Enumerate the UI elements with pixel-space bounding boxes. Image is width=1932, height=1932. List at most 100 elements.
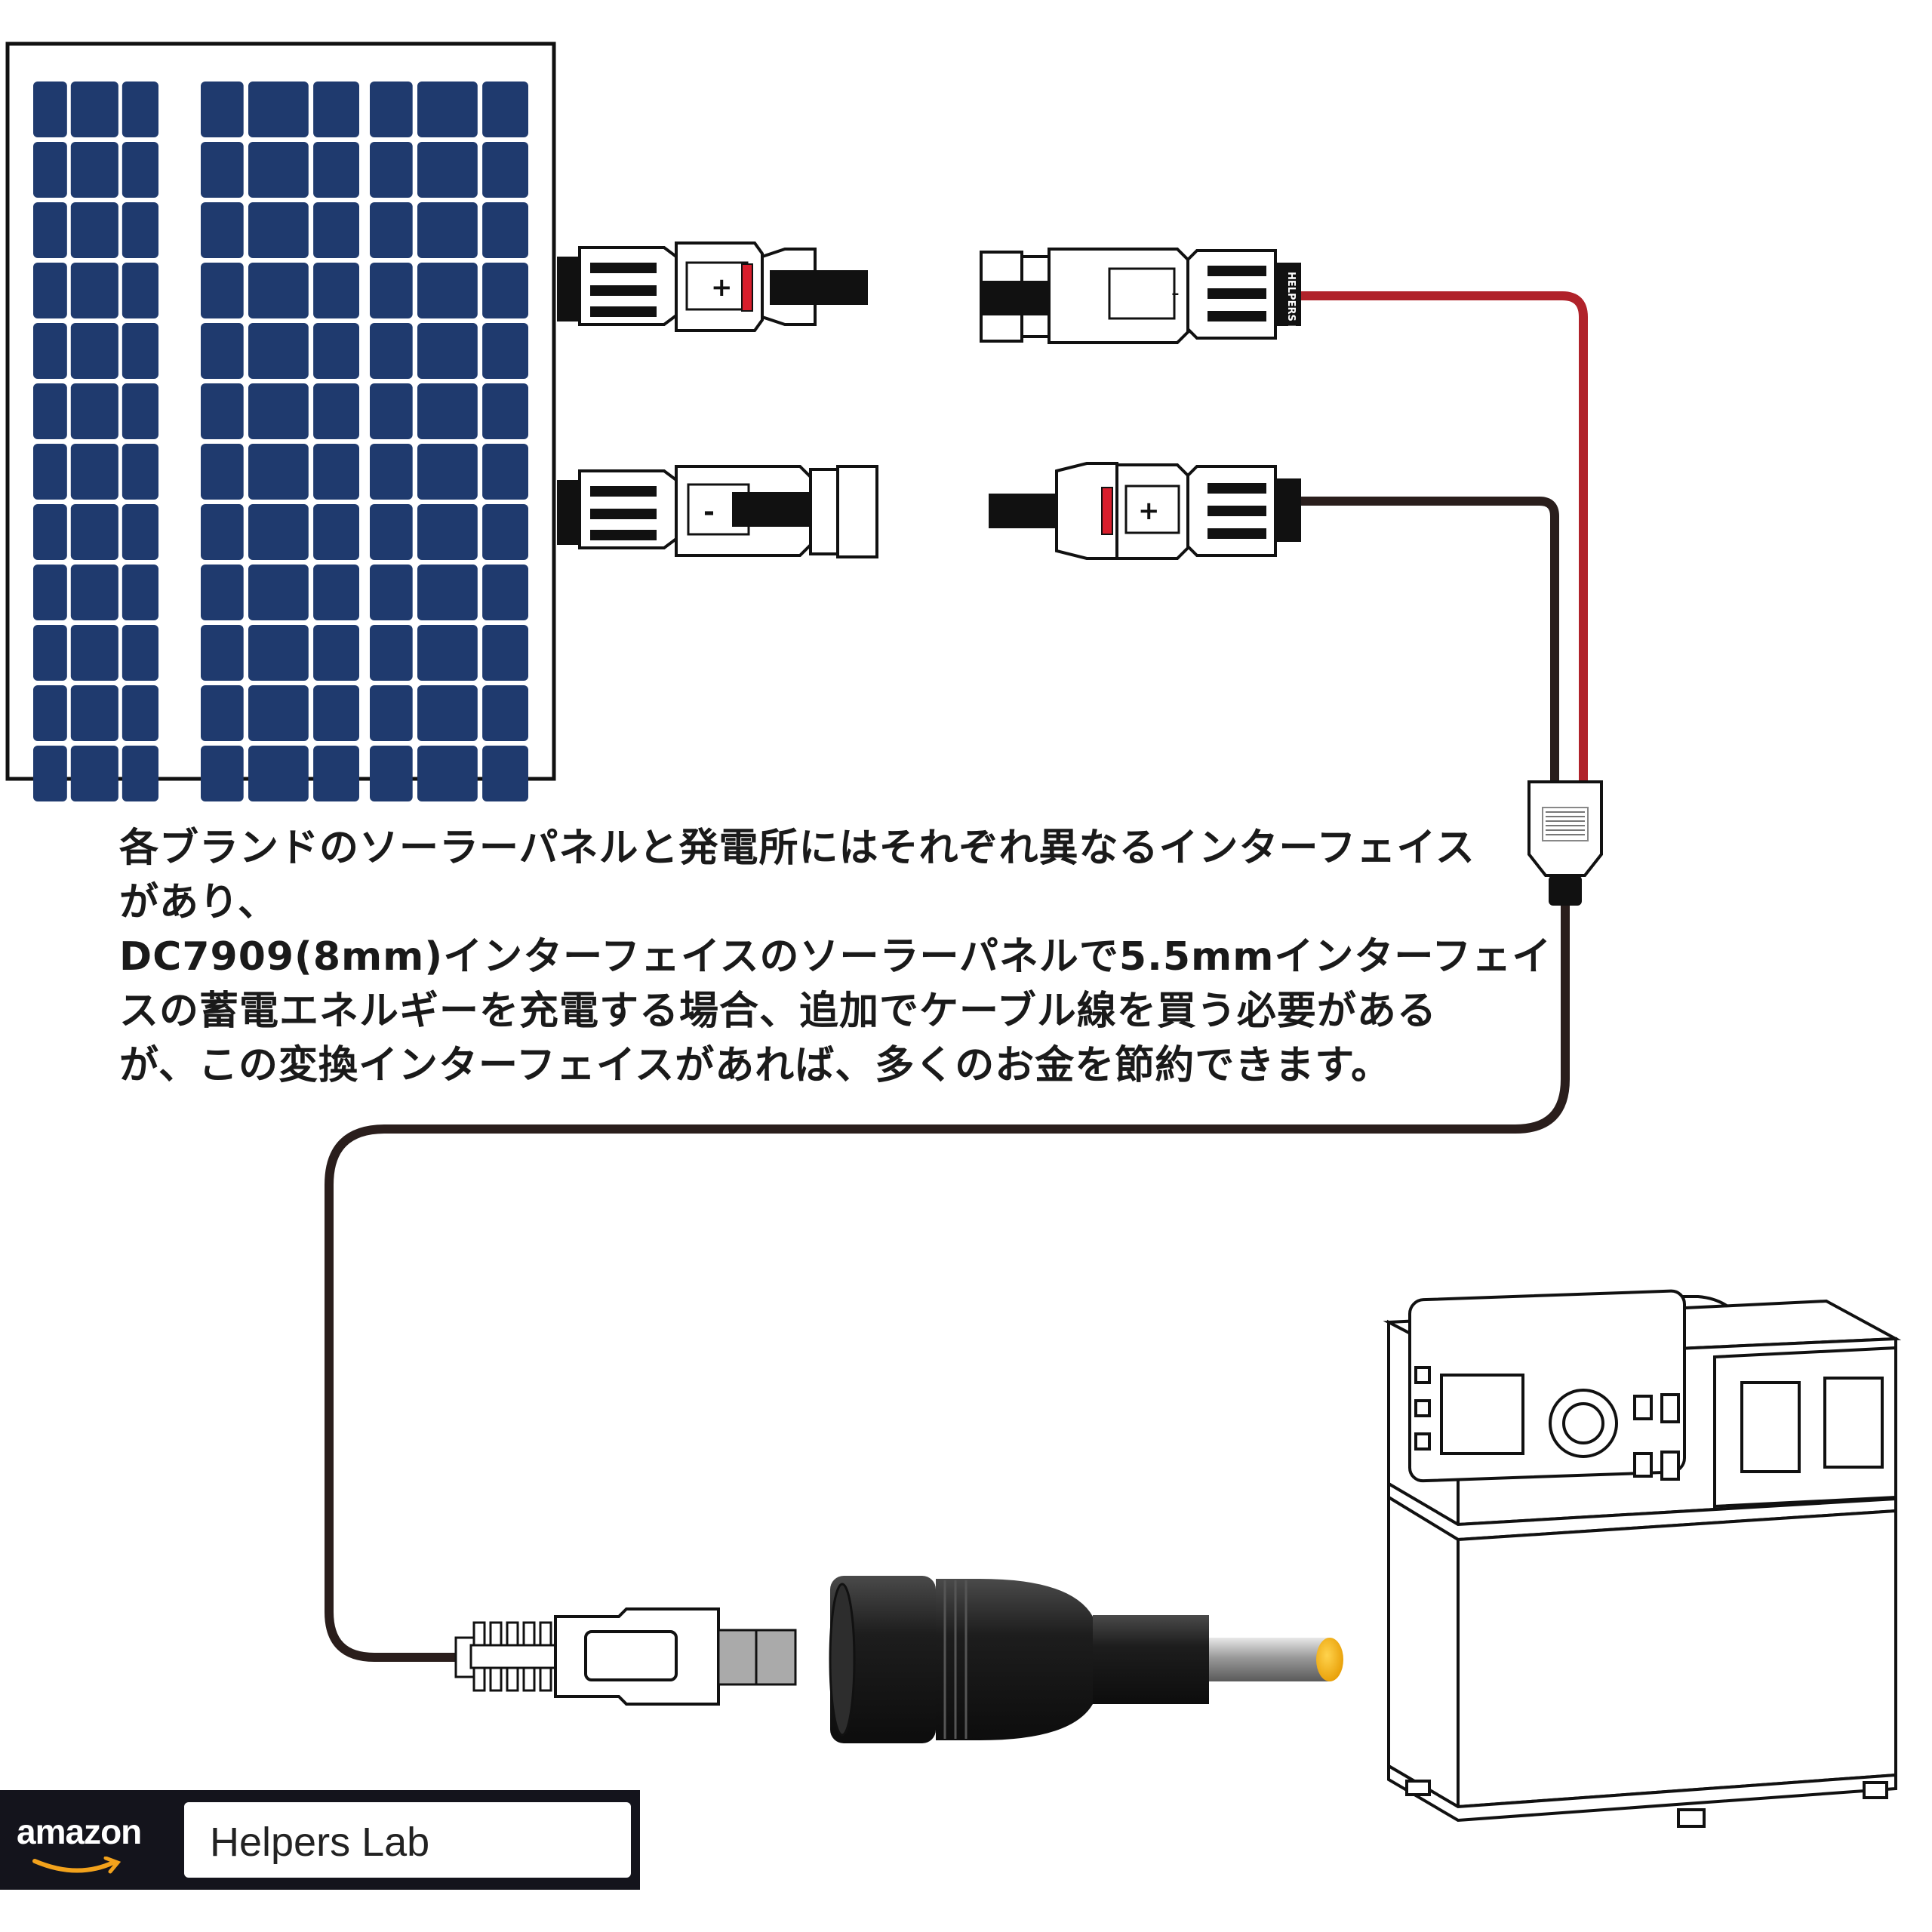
solar-cell	[201, 82, 244, 137]
solar-cell	[313, 504, 359, 560]
solar-cell	[313, 746, 359, 801]
solar-cell	[370, 202, 413, 258]
solar-cell	[313, 444, 359, 500]
solar-cell	[417, 625, 478, 681]
solar-cell	[248, 202, 309, 258]
solar-cell	[482, 202, 528, 258]
solar-cell	[248, 323, 309, 379]
brand-mark-text: HELPERS LAB	[1285, 272, 1297, 346]
solar-cell	[482, 263, 528, 318]
solar-cell-grid	[33, 82, 528, 801]
solar-cell	[33, 625, 67, 681]
solar-cell	[33, 142, 67, 198]
solar-cell	[201, 625, 244, 681]
solar-cell	[417, 685, 478, 741]
solar-cell	[417, 565, 478, 620]
solar-cell	[482, 565, 528, 620]
solar-cell	[417, 504, 478, 560]
solar-cell	[33, 82, 67, 137]
solar-cell	[417, 444, 478, 500]
solar-cell	[33, 565, 67, 620]
amazon-store-badge: amazon Helpers Lab	[0, 1790, 640, 1890]
negative-symbol-top-right: -	[1171, 280, 1180, 306]
solar-cell	[417, 746, 478, 801]
mc4-connector-positive-panel	[557, 242, 868, 332]
solar-cell	[201, 504, 244, 560]
solar-cell	[248, 746, 309, 801]
solar-cell	[201, 142, 244, 198]
solar-cell	[313, 82, 359, 137]
solar-cell	[482, 82, 528, 137]
solar-cell	[122, 504, 158, 560]
solar-cell	[482, 504, 528, 560]
solar-cell	[313, 383, 359, 439]
solar-cell	[482, 746, 528, 801]
solar-cell	[370, 685, 413, 741]
negative-symbol-bottom-left: -	[703, 497, 715, 528]
dc7909-plug	[454, 1607, 797, 1706]
solar-cell	[370, 444, 413, 500]
solar-cell	[248, 142, 309, 198]
solar-cell	[122, 82, 158, 137]
solar-cell	[201, 565, 244, 620]
description-caption: 各ブランドのソーラーパネルと発電所にはそれぞれ異なるインターフェイス があり、 …	[119, 821, 1552, 1093]
solar-cell	[313, 685, 359, 741]
solar-cell	[122, 202, 158, 258]
solar-cell	[33, 685, 67, 741]
solar-cell	[122, 746, 158, 801]
amazon-smile-icon	[32, 1857, 122, 1874]
caption-line-2: があり、	[119, 880, 278, 925]
solar-cell	[313, 202, 359, 258]
solar-cell	[33, 746, 67, 801]
solar-cell	[70, 263, 118, 318]
positive-symbol-top-left: +	[711, 272, 733, 303]
solar-cell	[201, 323, 244, 379]
mc4-connector-positive-cable	[989, 462, 1301, 560]
mc4-connector-negative-panel	[557, 465, 878, 558]
caption-line-1: 各ブランドのソーラーパネルと発電所にはそれぞれ異なるインターフェイス	[119, 826, 1475, 871]
solar-cell	[201, 444, 244, 500]
solar-cell	[482, 685, 528, 741]
solar-cell	[248, 565, 309, 620]
dc-adapter	[829, 1576, 1343, 1743]
solar-cell	[201, 202, 244, 258]
caption-line-4: スの蓄電エネルギーを充電する場合、追加でケーブル線を買う必要がある	[119, 989, 1437, 1034]
solar-cell	[313, 263, 359, 318]
solar-cell	[370, 565, 413, 620]
solar-cell	[70, 625, 118, 681]
solar-cell	[122, 565, 158, 620]
solar-cell	[313, 565, 359, 620]
solar-cell	[417, 82, 478, 137]
y-junction	[1527, 780, 1603, 906]
solar-cell	[33, 383, 67, 439]
solar-cell	[482, 383, 528, 439]
solar-cell	[70, 383, 118, 439]
solar-cell	[417, 142, 478, 198]
solar-cell	[370, 82, 413, 137]
solar-cell	[482, 142, 528, 198]
solar-cell	[122, 444, 158, 500]
black-wire	[1301, 497, 1559, 785]
solar-panel	[5, 42, 556, 801]
solar-cell	[248, 625, 309, 681]
solar-cell	[482, 323, 528, 379]
solar-cell	[370, 504, 413, 560]
caption-line-3: DC7909(8mm)インターフェイスのソーラーパネルで5.5mmインターフェイ	[119, 934, 1552, 980]
solar-cell	[70, 142, 118, 198]
solar-cell	[33, 323, 67, 379]
solar-cell	[201, 263, 244, 318]
solar-cell	[417, 383, 478, 439]
caption-line-5: が、この変換インターフェイスがあれば、多くのお金を節約できます。	[119, 1043, 1392, 1088]
solar-cell	[248, 685, 309, 741]
solar-cell	[70, 202, 118, 258]
store-name-box: Helpers Lab	[184, 1802, 631, 1878]
solar-cell	[313, 625, 359, 681]
solar-cell	[122, 383, 158, 439]
amazon-logo-text: amazon	[17, 1812, 142, 1851]
solar-cell	[70, 82, 118, 137]
solar-cell	[70, 746, 118, 801]
solar-cell	[33, 263, 67, 318]
solar-cell	[122, 625, 158, 681]
solar-cell	[201, 746, 244, 801]
